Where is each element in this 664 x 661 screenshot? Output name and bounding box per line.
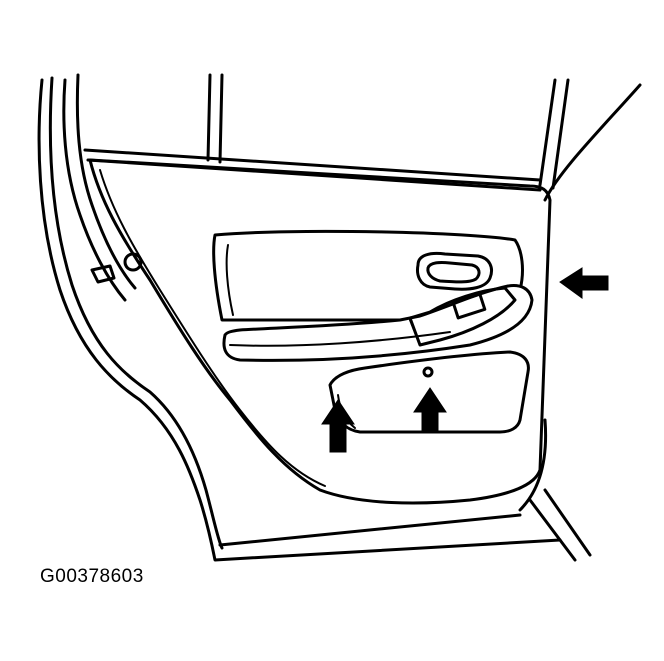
arrow-up-left: [321, 399, 355, 453]
arrow-left-side: [559, 267, 609, 299]
callout-arrows: [321, 267, 609, 453]
upper-insert-panel: [212, 229, 524, 322]
figure-code-label: G00378603: [40, 566, 144, 587]
door-body: [37, 73, 642, 562]
armrest: [222, 284, 534, 362]
trim-panel: [88, 158, 552, 505]
inner-handle: [416, 251, 493, 291]
arrow-up-center: [413, 387, 447, 433]
